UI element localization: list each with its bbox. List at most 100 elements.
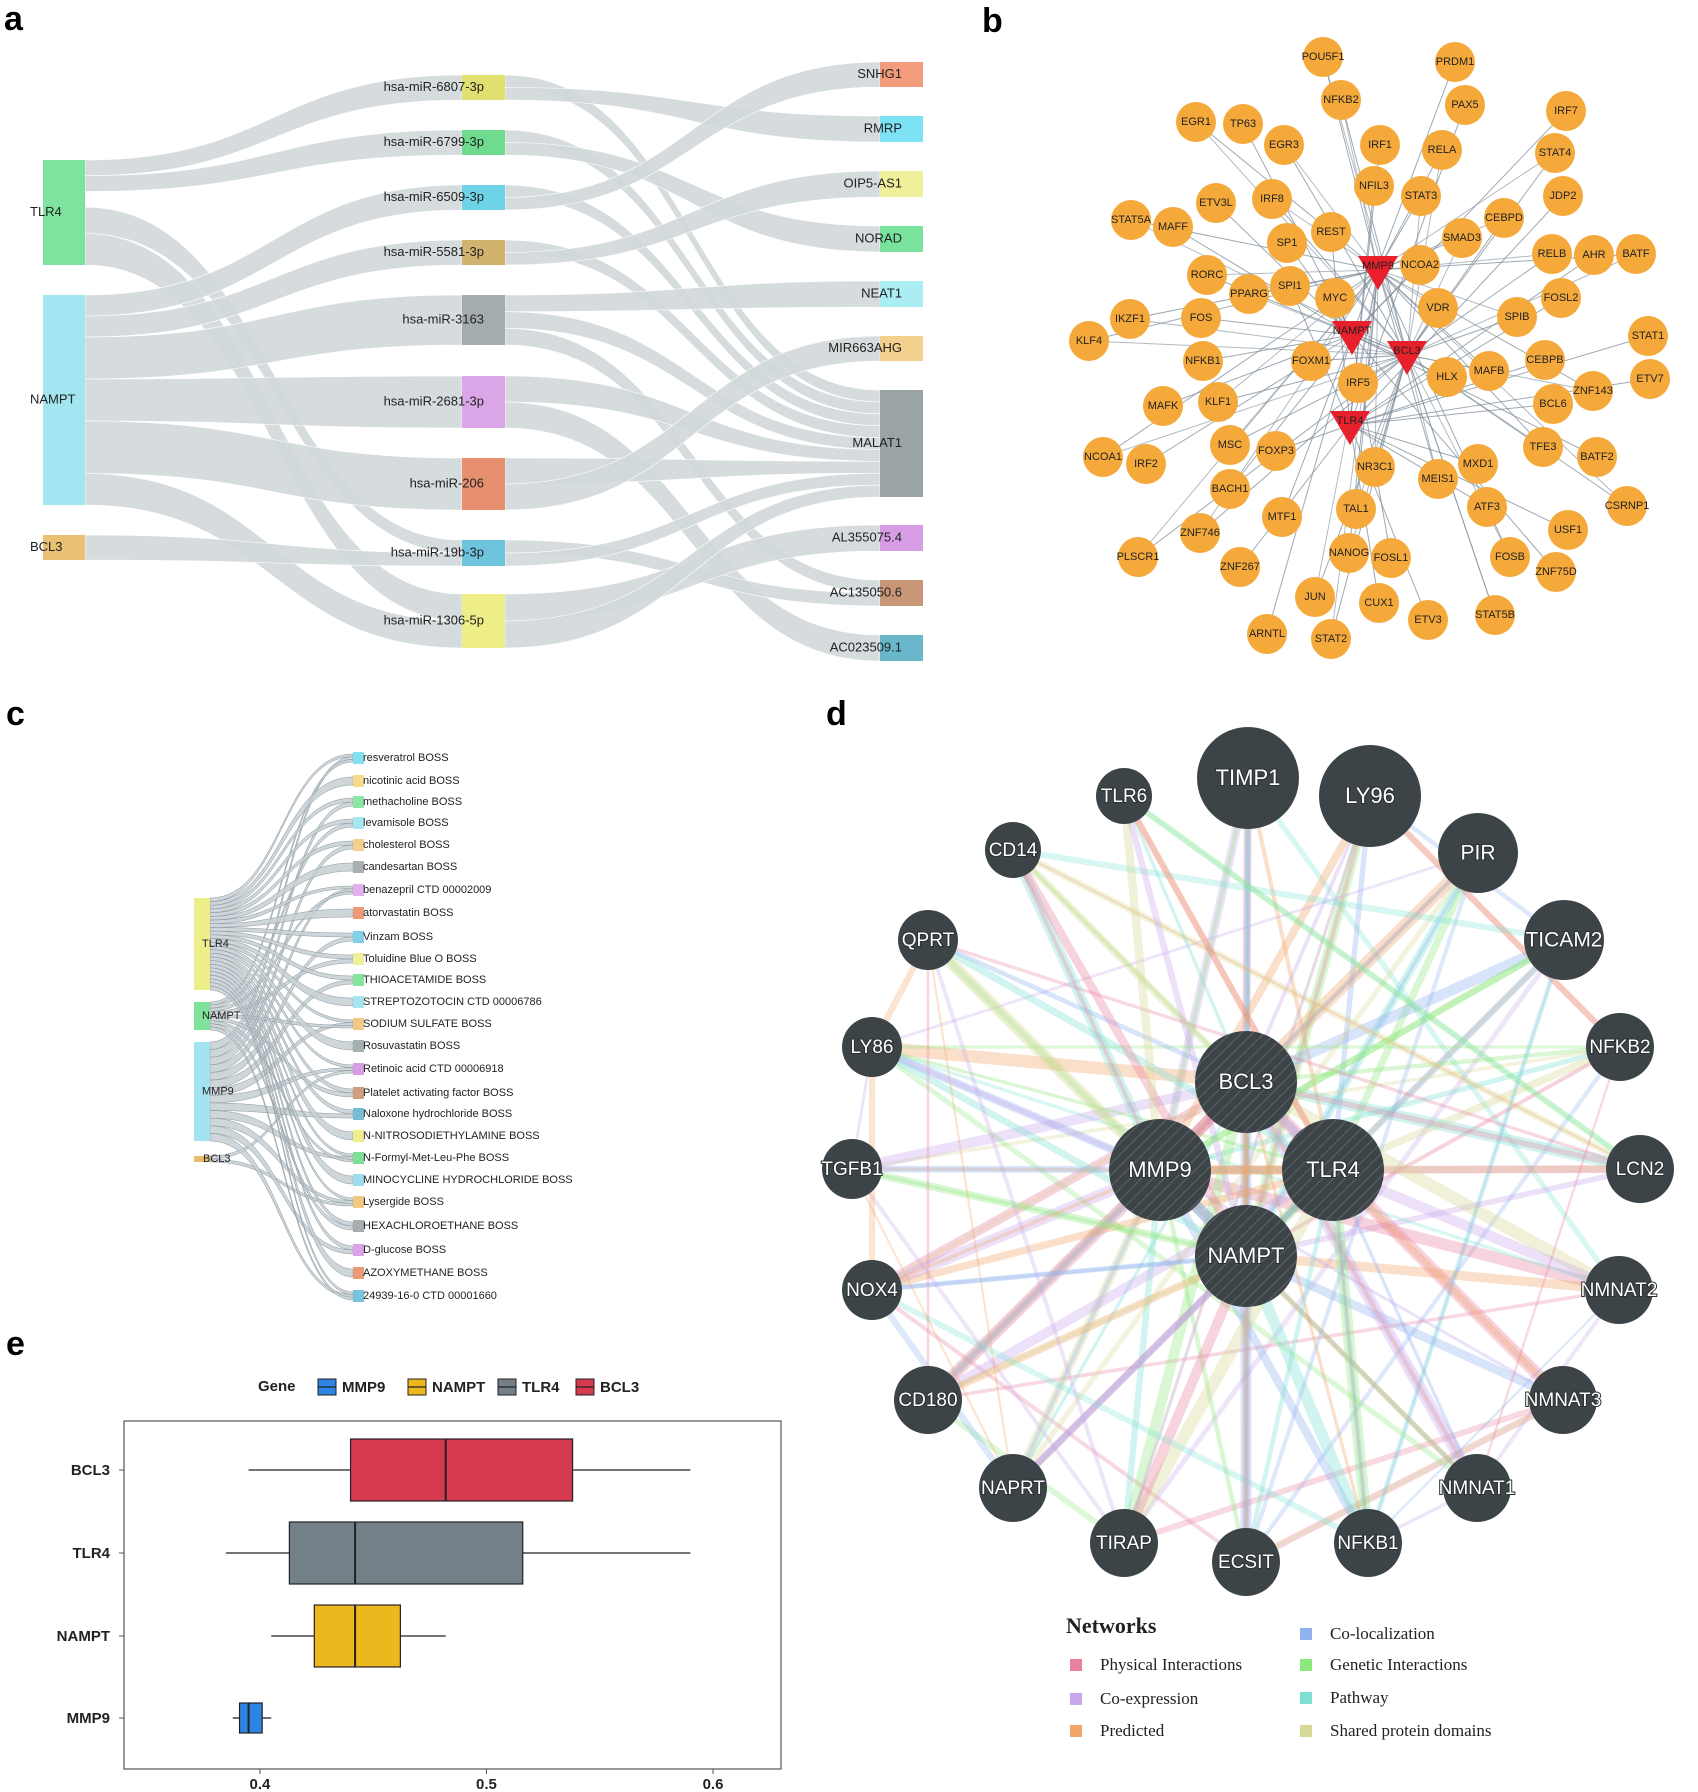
tf-node [1536,552,1576,592]
network-edge [926,939,1126,1544]
tf-label: FOXM1 [1292,355,1330,367]
drug-node [353,839,364,851]
tf-label: CSRNP1 [1605,500,1650,512]
hub-gene-label: BCL3 [1393,345,1421,357]
lncrna-node [880,390,923,497]
tf-label: NCOA2 [1401,259,1439,271]
tf-label: STAT4 [1539,147,1572,159]
network-edge [1329,851,1482,1172]
drug-node [353,974,364,986]
tf-node [1497,297,1537,337]
drug-label: Toluidine Blue O BOSS [363,953,477,965]
network-edge [851,1167,1161,1172]
tf-label: REST [1316,226,1346,238]
tf-label: RELB [1538,248,1567,260]
tf-node [1247,614,1287,654]
drug-label: benazepril CTD 00002009 [363,884,491,896]
network-edge [1244,1076,1642,1175]
network-edge [1330,937,1567,1173]
tf-node [1469,351,1509,391]
box [313,1604,401,1668]
gene-label: ECSIT [1218,1552,1274,1573]
network-edge [1367,1289,1620,1544]
network-edge [850,1167,1126,1545]
network-edge [871,1166,1334,1294]
tf-node [1442,218,1482,258]
tf-label: SPI1 [1278,280,1302,292]
network-edge [1331,1169,1479,1489]
drug-node [353,907,364,919]
gene-node [1195,1205,1297,1307]
gene-label: TIMP1 [1216,765,1281,790]
drug-label: Lysergide BOSS [363,1196,444,1208]
drug-node [353,1040,364,1052]
hub-gene-node [1330,411,1370,445]
tf-label: TFE3 [1530,441,1557,453]
network-edge [925,937,1163,1173]
network-edge [1122,794,1642,1171]
drug-node [353,775,364,787]
network-edge [1330,795,1373,1171]
flow-link [504,129,881,415]
drug-label: STREPTOZOTOCIN CTD 00006786 [363,996,542,1008]
tf-node [1523,427,1563,467]
gene-label: LY86 [851,1037,894,1058]
tf-node [1311,212,1351,252]
network-edge [923,1165,1165,1405]
legend-swatch [1300,1725,1312,1737]
gene-label: NMNAT2 [1581,1280,1658,1301]
tf-label: ETV3L [1199,197,1233,209]
mirna-node [462,185,505,210]
tf-label: FOS [1190,312,1213,324]
network-edge [1243,935,1567,1087]
network-edge [1159,1168,1564,1402]
network-edge [927,937,1247,1085]
tf-label: IRF5 [1346,377,1370,389]
y-tick-label: TLR4 [73,1545,111,1562]
gene-node [1334,1509,1402,1577]
gene-node [1282,1119,1384,1221]
tf-label: PRDM1 [1436,56,1475,68]
gene-node [1109,1119,1211,1221]
network-edge [1367,793,1623,1050]
gene-node [43,295,85,505]
tf-node [1187,255,1227,295]
tf-label: USF1 [1554,524,1582,536]
drug-label: Vinzam BOSS [363,931,433,943]
gene-node [194,898,210,990]
drug-node [353,1087,364,1099]
tf-label: POU5F1 [1302,51,1345,63]
tf-node [1408,600,1448,640]
tf-label: ZNF267 [1220,561,1260,573]
tf-edge [1377,269,1544,448]
tf-node [1427,357,1467,397]
tf-node [1329,533,1369,573]
tf-edge [1137,269,1379,558]
tf-node [1303,37,1343,77]
gene-node [1585,1256,1653,1324]
gene-node [43,535,85,560]
tf-edge [1330,269,1379,640]
drug-node [353,931,364,943]
tf-node [1126,444,1166,484]
network-edge [1121,794,1336,1172]
tf-label: ZNF143 [1573,385,1613,397]
tf-label: STAT1 [1632,330,1665,342]
drug-node [353,996,364,1008]
tf-node [1475,595,1515,635]
tf-label: ZNF75D [1535,566,1577,578]
drug-label: Retinoic acid CTD 00006918 [363,1063,504,1075]
gene-node [1443,1454,1511,1522]
tf-node [1541,278,1581,318]
y-tick-label: BCL3 [71,1462,110,1479]
tf-node [1143,386,1183,426]
drug-node [353,1018,364,1030]
network-edge [1244,1397,1565,1565]
network-edge [1157,1169,1249,1563]
network-edge [1120,1169,1164,1544]
drug-node [353,1174,364,1186]
drug-label: methacholine BOSS [363,796,462,808]
drug-node [353,752,364,764]
tf-label: MAFK [1148,400,1179,412]
tf-label: AHR [1582,249,1605,261]
